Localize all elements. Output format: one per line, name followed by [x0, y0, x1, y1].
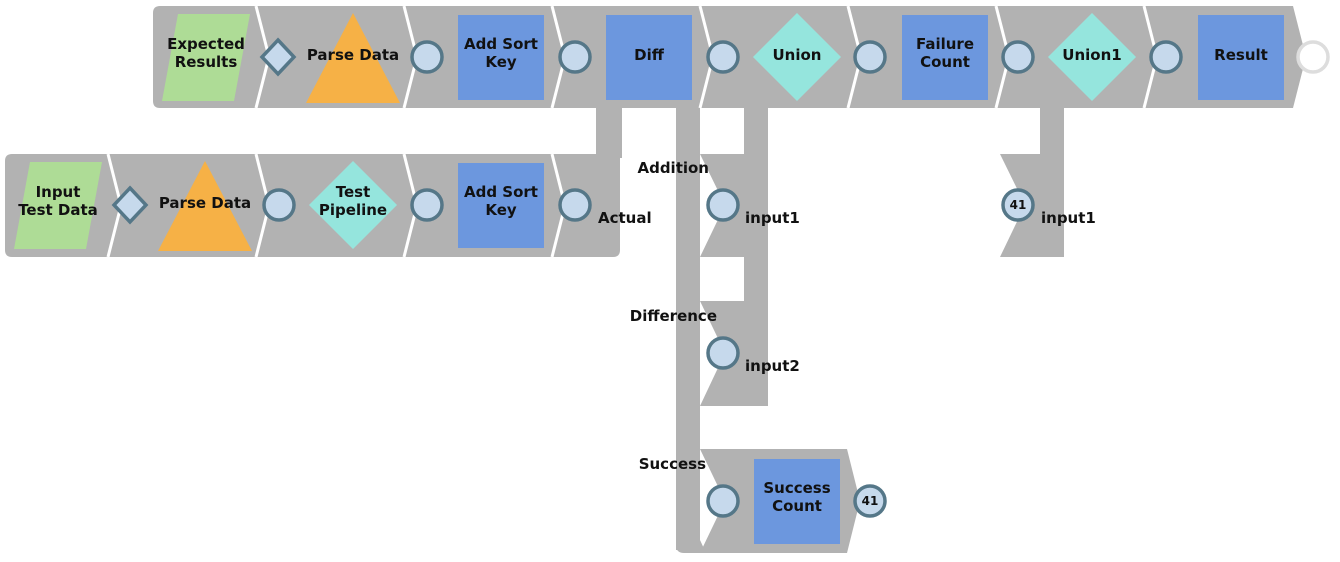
input-port[interactable] — [706, 484, 740, 518]
snap-union1[interactable]: Union1 — [1048, 13, 1136, 101]
output-port[interactable] — [262, 188, 296, 222]
snap-failure-count[interactable]: Failure Count — [902, 15, 988, 100]
diff-actual-connector — [596, 106, 622, 158]
square-icon — [606, 15, 692, 100]
snap-label: Results — [175, 53, 238, 71]
diamond-icon — [753, 13, 841, 101]
snap-label: Input — [36, 183, 81, 201]
document-count-badge: 41 — [862, 494, 879, 508]
port-label-union-input1: input1 — [745, 209, 800, 227]
square-icon — [902, 15, 988, 100]
port-label-union1-input1: input1 — [1041, 209, 1096, 227]
snap-label: Test Data — [18, 201, 98, 219]
snap-expected-results[interactable]: Expected Results — [162, 14, 250, 101]
diff-output-stem — [676, 106, 700, 550]
diff-output-stem-end — [676, 540, 706, 553]
union1-input-stem — [1040, 106, 1064, 158]
port-label-actual: Actual — [598, 209, 652, 227]
parallelogram-icon — [162, 14, 250, 101]
snap-label: Pipeline — [319, 201, 387, 219]
square-icon — [1198, 15, 1284, 100]
snap-label: Diff — [634, 46, 665, 64]
diamond-icon — [1048, 13, 1136, 101]
output-port[interactable] — [1149, 40, 1183, 74]
snap-label: Failure — [916, 35, 974, 53]
snap-label: Add Sort — [464, 35, 538, 53]
triangle-icon — [306, 13, 400, 103]
square-icon — [458, 163, 544, 248]
snap-label: Key — [485, 201, 517, 219]
snap-diff[interactable]: Diff — [606, 15, 692, 100]
port-label-difference: Difference — [630, 307, 717, 325]
snap-label: Parse Data — [159, 194, 251, 212]
output-port[interactable] — [853, 40, 887, 74]
snap-result[interactable]: Result — [1198, 15, 1284, 100]
output-port[interactable] — [558, 188, 592, 222]
snap-parse-data-top[interactable]: Parse Data — [306, 13, 400, 103]
snap-label: Union — [773, 46, 822, 64]
snap-label: Test — [336, 183, 371, 201]
document-count-badge: 41 — [1010, 198, 1027, 212]
output-port[interactable] — [410, 188, 444, 222]
output-port-with-count[interactable] — [853, 484, 887, 518]
output-port[interactable] — [558, 40, 592, 74]
snap-union[interactable]: Union — [753, 13, 841, 101]
port-label-addition: Addition — [637, 159, 709, 177]
output-port-diamond-icon[interactable] — [259, 37, 297, 77]
snap-label: Result — [1214, 46, 1268, 64]
snap-label: Expected — [167, 35, 245, 53]
snap-label: Add Sort — [464, 183, 538, 201]
parallelogram-icon — [14, 162, 102, 249]
diamond-icon — [309, 161, 397, 249]
square-icon — [458, 15, 544, 100]
snap-label: Parse Data — [307, 46, 399, 64]
input-port[interactable] — [706, 336, 740, 370]
snap-label: Success — [763, 479, 830, 497]
snap-label: Union1 — [1062, 46, 1121, 64]
port-label-union-input2: input2 — [745, 357, 800, 375]
socket-gap — [700, 259, 744, 299]
input-port[interactable] — [706, 188, 740, 222]
output-port[interactable] — [410, 40, 444, 74]
snap-label: Count — [920, 53, 970, 71]
square-icon — [754, 459, 840, 544]
output-port[interactable] — [1001, 40, 1035, 74]
snap-success-count[interactable]: Success Count — [754, 459, 840, 544]
output-port-diamond-icon[interactable] — [111, 185, 149, 225]
port-label-success: Success — [639, 455, 706, 473]
output-port[interactable] — [706, 40, 740, 74]
input-port-with-count[interactable] — [1001, 188, 1035, 222]
snap-label: Count — [772, 497, 822, 515]
snap-add-sort-key-bottom[interactable]: Add Sort Key — [458, 163, 544, 248]
triangle-icon — [158, 161, 252, 251]
snap-input-test-data[interactable]: Input Test Data — [14, 162, 102, 249]
snap-add-sort-key-top[interactable]: Add Sort Key — [458, 15, 544, 100]
snap-test-pipeline[interactable]: Test Pipeline — [309, 161, 397, 249]
snap-label: Key — [485, 53, 517, 71]
open-output-port[interactable] — [1296, 40, 1330, 74]
snap-parse-data-bottom[interactable]: Parse Data — [158, 161, 252, 251]
